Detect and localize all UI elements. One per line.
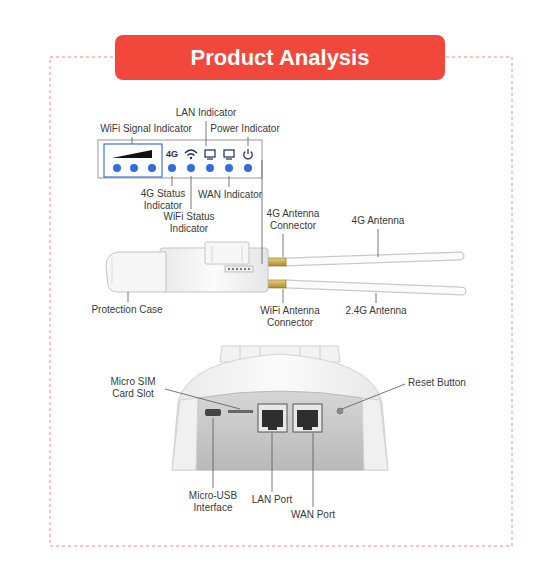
- part-label: 4G Antenna: [343, 215, 413, 227]
- part-label: WiFi Status Indicator: [158, 211, 220, 234]
- led-panel: [98, 140, 262, 178]
- part-label: 4G Antenna Connector: [262, 208, 324, 231]
- title-banner: Product Analysis: [115, 35, 445, 80]
- part-label: WAN Indicator: [195, 189, 265, 201]
- part-label: LAN Indicator: [166, 107, 246, 119]
- part-label: Protection Case: [82, 304, 172, 316]
- part-label: 4G Status Indicator: [137, 188, 189, 211]
- part-label: WAN Port: [283, 509, 343, 521]
- part-label: Micro-USB Interface: [184, 490, 242, 513]
- part-label: WiFi Signal Indicator: [86, 123, 206, 135]
- part-label: Power Indicator: [200, 123, 290, 135]
- device-side-view: [106, 242, 462, 292]
- part-label: Micro SIM Card Slot: [105, 376, 161, 399]
- dashed-frame: [50, 57, 512, 546]
- part-label: 2.4G Antenna: [336, 305, 416, 317]
- part-label: Reset Button: [397, 377, 477, 389]
- part-label: WiFi Antenna Connector: [256, 305, 324, 328]
- panel-mark: 4G: [162, 149, 182, 159]
- device-bottom-view: [172, 346, 388, 470]
- part-label: LAN Port: [242, 494, 302, 506]
